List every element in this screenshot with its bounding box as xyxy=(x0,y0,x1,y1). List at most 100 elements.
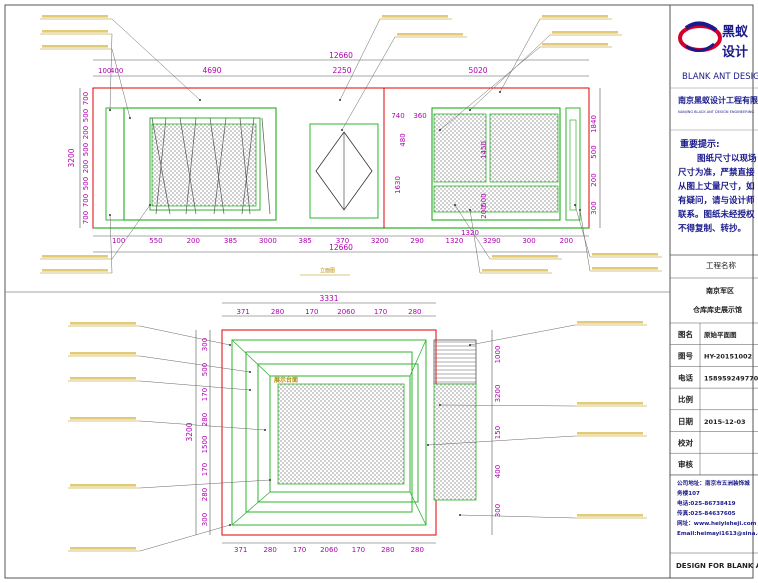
top-bottom-dim-0: 100 xyxy=(112,237,125,245)
top-left-dim-3: 500 xyxy=(82,143,90,156)
inner-dim-2: 480 xyxy=(399,133,407,146)
title-block: 黑蚁 设计 BLANK ANT DESIG 南京黑蚁设计工程有限公司 NANJI… xyxy=(670,21,758,570)
note-label-3 xyxy=(42,255,108,258)
note-label-11 xyxy=(492,255,558,258)
plan-right-dim-4: 300 xyxy=(494,504,502,517)
contact-line-2: 电话:025-86738419 xyxy=(677,499,736,507)
note-label-9 xyxy=(542,43,608,46)
top-left-dim-4: 200 xyxy=(82,160,90,173)
plan-right-dim-0: 1000 xyxy=(494,346,502,364)
top-overall-dim: 12660 xyxy=(329,51,353,60)
note-label-19 xyxy=(70,547,136,550)
inner-dim-6: 500 xyxy=(480,193,488,206)
side-platform xyxy=(433,383,477,501)
top-dim-2: 2250 xyxy=(332,66,351,75)
inner-dim-4: 1320 xyxy=(461,229,479,237)
logo-text-top: 黑蚁 xyxy=(722,24,749,40)
contact-line-5: Email:heimayi1613@sina.com xyxy=(677,531,758,537)
note-label-12 xyxy=(592,253,658,256)
notice-line-3: 有疑问，请与设计师 xyxy=(678,195,755,206)
hatched-panel-right-b xyxy=(489,113,559,183)
plan-left-dim-0: 300 xyxy=(201,338,209,351)
plan-left-overall-dim: 3200 xyxy=(185,422,194,441)
note-label-2 xyxy=(42,45,108,48)
top-right-dim-3: 300 xyxy=(590,201,598,214)
plan-left-dim-1: 500 xyxy=(201,363,209,376)
plan-bottom-dim-3: 2060 xyxy=(320,546,338,554)
top-right-dim-0: 1840 xyxy=(590,115,598,133)
notice-line-1: 尺寸为准，严禁直接 xyxy=(677,167,755,178)
project-label: 工程名称 xyxy=(706,260,736,270)
inner-dim-3: 1630 xyxy=(394,176,402,194)
note-label-13 xyxy=(592,267,658,270)
top-bottom-dim-8: 290 xyxy=(410,237,423,245)
company-tagline: NANJING BLACK ANT DESIGN ENGINEERING xyxy=(678,110,754,114)
bottom-overall-dim: 12660 xyxy=(329,243,353,252)
plan-top-dim-3: 2060 xyxy=(337,308,355,316)
top-bottom-dim-10: 3290 xyxy=(483,237,501,245)
top-dim-3: 5020 xyxy=(468,66,487,75)
plan-left-dim-5: 170 xyxy=(201,463,209,476)
note-label-8 xyxy=(552,31,618,34)
company-logo xyxy=(678,21,722,52)
room-label: 展示台面 xyxy=(274,376,298,384)
notice-title: 重要提示: xyxy=(680,138,720,150)
plan-top-dim-4: 170 xyxy=(374,308,387,316)
top-bottom-dim-3: 385 xyxy=(224,237,237,245)
top-bottom-dim-7: 3200 xyxy=(371,237,389,245)
note-label-23 xyxy=(577,514,643,517)
inner-dim-5: 1450 xyxy=(480,141,488,159)
top-left-dim-1: 500 xyxy=(82,109,90,122)
top-bottom-dim-6: 370 xyxy=(336,237,349,245)
sheet-frame xyxy=(4,4,754,579)
plan-top-overall-dim: 3331 xyxy=(319,294,338,303)
left-overall-dim: 3200 xyxy=(67,148,76,167)
hatched-panel-right-c xyxy=(433,185,559,213)
plan-bottom-dim-4: 170 xyxy=(352,546,365,554)
note-label-6 xyxy=(397,33,463,36)
plan-left-dim-3: 280 xyxy=(201,413,209,426)
contact-line-1: 务楼107 xyxy=(677,489,700,497)
diagonal-slats xyxy=(151,117,271,215)
contact-line-3: 传真:025-84637605 xyxy=(676,509,736,517)
note-label-5 xyxy=(382,15,448,18)
project-line-1: 南京军区 xyxy=(706,286,734,295)
row-value-1: HY-20151002 xyxy=(704,353,752,361)
row-label-5: 校对 xyxy=(678,438,693,448)
plan-right-dim-2: 150 xyxy=(494,426,502,439)
elevation-title-mark: 立面图 xyxy=(320,267,335,274)
top-left-dim-6: 700 xyxy=(82,194,90,207)
note-label-21 xyxy=(577,402,643,405)
brand-en: BLANK ANT DESIG xyxy=(682,72,758,82)
footer-text: DESIGN FOR BLANK AN xyxy=(676,562,758,570)
contact-info: 公司地址：南京市五洲装饰城务楼107电话:025-86738419传真:025-… xyxy=(676,479,758,537)
row-label-2: 电话 xyxy=(678,372,693,382)
inner-dim-1: 360 xyxy=(413,112,426,120)
note-label-15 xyxy=(70,352,136,355)
plan-left-dim-4: 1500 xyxy=(201,436,209,454)
top-bottom-dim-4: 3000 xyxy=(259,237,277,245)
note-label-0 xyxy=(42,15,108,18)
note-label-10 xyxy=(482,269,548,272)
note-label-18 xyxy=(70,484,136,487)
plan-bottom-dim-2: 170 xyxy=(293,546,306,554)
top-dim-small-2: 400 xyxy=(110,67,123,75)
note-label-22 xyxy=(577,432,643,435)
inner-dim-0: 740 xyxy=(391,112,404,120)
plan-bottom-dim-6: 280 xyxy=(411,546,424,554)
row-label-3: 比例 xyxy=(678,394,693,404)
plan-left-dim-2: 170 xyxy=(201,388,209,401)
note-label-7 xyxy=(542,15,608,18)
plan-top-dim-5: 280 xyxy=(408,308,421,316)
notice-line-0: 图纸尺寸以现场 xyxy=(697,153,757,164)
row-label-0: 图名 xyxy=(678,329,693,339)
